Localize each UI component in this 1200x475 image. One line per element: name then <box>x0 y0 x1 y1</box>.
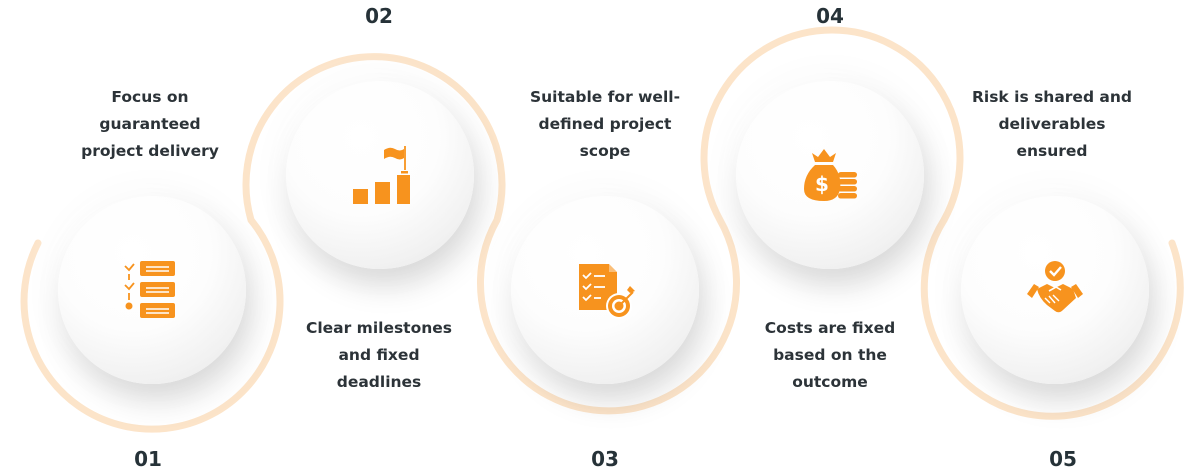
step-3-circle <box>511 196 699 384</box>
checklist-steps-icon <box>124 261 175 318</box>
step-5-circle <box>961 196 1149 384</box>
step-4-description: Costs are fixed based on the outcome <box>764 319 896 391</box>
step-5-description: Risk is shared and deliverables ensured <box>971 88 1133 160</box>
handshake-check-icon <box>1027 261 1083 313</box>
step-2-number: 02 <box>365 4 393 28</box>
step-2-circle <box>286 81 474 269</box>
step-2-description: Clear milestones and fixed deadlines <box>305 319 453 391</box>
step-1-number: 01 <box>134 447 162 471</box>
document-target-icon <box>579 264 635 319</box>
step-4-number: 04 <box>816 4 844 28</box>
step-3-description: Suitable for well-defined project scope <box>529 88 681 160</box>
step-3-number: 03 <box>591 447 619 471</box>
step-1-circle <box>58 196 246 384</box>
growth-bars-flag-icon <box>353 146 410 204</box>
step-1-description: Focus on guaranteed project delivery <box>81 88 219 160</box>
step-4-circle: $ <box>736 81 924 269</box>
svg-text:$: $ <box>815 172 829 196</box>
money-bag-coins-icon: $ <box>804 149 857 201</box>
step-5-number: 05 <box>1049 447 1077 471</box>
